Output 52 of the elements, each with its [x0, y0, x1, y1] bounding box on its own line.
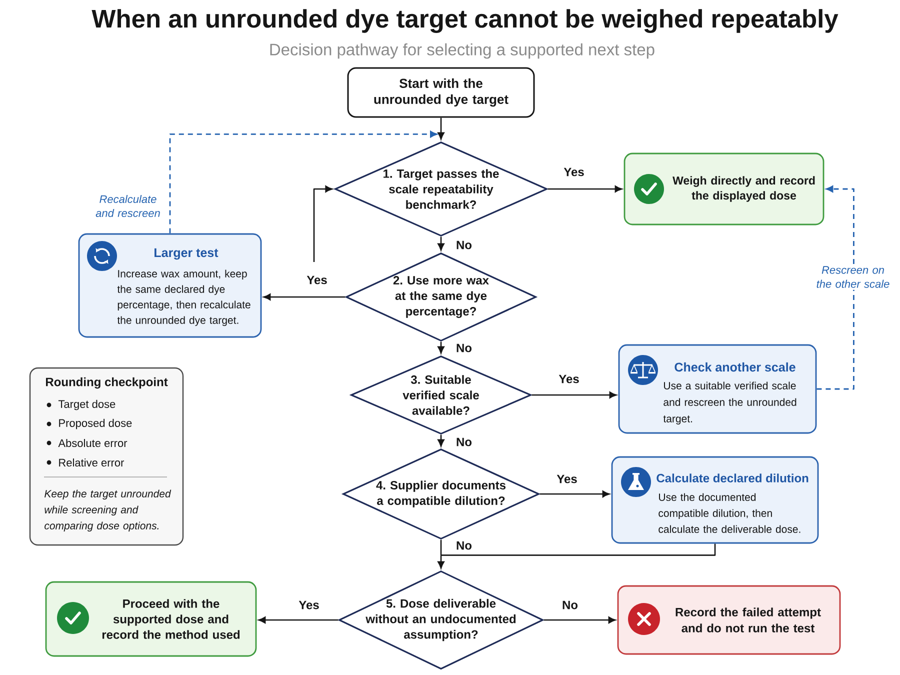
panel-note: Keep the target unrounded while screening and comparing dose options. — [44, 490, 172, 532]
action-title: Larger test — [154, 248, 218, 260]
title: When an unrounded dye target cannot be weighed repeatably — [92, 9, 838, 33]
action-text: Use a suitable verified scale and rescreen the unrounded target. — [663, 382, 796, 424]
list-item: Target dose — [58, 400, 116, 410]
arrow — [263, 294, 346, 300]
edge-label: Yes — [305, 274, 329, 286]
outcome-text: Weigh directly and record the displayed dose — [672, 176, 815, 202]
arrow — [548, 186, 622, 192]
action-text: Use the documented compatible dilution, then calculate the deliverable dose. — [658, 493, 800, 533]
action-title: Calculate declared dilution — [656, 474, 808, 482]
note-panel — [29, 367, 184, 546]
arrow — [258, 616, 338, 624]
list-item: Proposed dose — [59, 418, 132, 430]
outcome-box — [45, 581, 257, 657]
connector-line — [441, 544, 716, 556]
dashed-arrow — [816, 186, 854, 390]
list-item: Absolute error — [58, 438, 128, 448]
connector-line — [440, 540, 442, 556]
edge-label: No — [454, 436, 474, 448]
edge-label: Recalculate and rescreen — [89, 192, 167, 220]
outcome-text: Record the failed attempt and do not run the test — [676, 608, 821, 632]
arrow — [438, 118, 444, 140]
edge-label: Yes — [562, 166, 586, 178]
arrow — [438, 236, 444, 251]
start-box: Start with the unrounded dye target — [347, 67, 535, 118]
arrow — [438, 555, 444, 569]
arrow — [532, 392, 617, 398]
arrow — [438, 434, 444, 447]
edge-label: No — [454, 240, 474, 250]
list-item: Relative error — [59, 458, 124, 467]
action-text: Increase wax amount, keep the same declared dye percentage, then recalculate the unrounded dye target. — [117, 270, 250, 326]
edge-label: No — [454, 342, 474, 354]
outcome-box — [617, 585, 841, 655]
edge-label: Yes — [557, 374, 581, 384]
panel-heading: Rounding checkpoint — [46, 377, 168, 389]
edge-label: No — [454, 540, 474, 551]
edge-label: Yes — [555, 474, 579, 484]
edge-label: Yes — [297, 600, 321, 610]
action-box — [78, 233, 262, 338]
action-title: Check another scale — [674, 362, 796, 372]
arrow — [544, 616, 616, 624]
arrow — [438, 342, 444, 354]
arrow — [313, 186, 333, 262]
edge-label: Rescreen on the other scale — [814, 264, 892, 290]
dashed-arrow — [169, 130, 438, 234]
outcome-box — [624, 152, 824, 226]
edge-label: No — [560, 600, 580, 610]
action-box — [611, 456, 819, 544]
arrow — [540, 490, 610, 498]
outcome-text: Proceed with the supported dose and record the method used — [102, 599, 240, 639]
action-box — [618, 344, 817, 434]
